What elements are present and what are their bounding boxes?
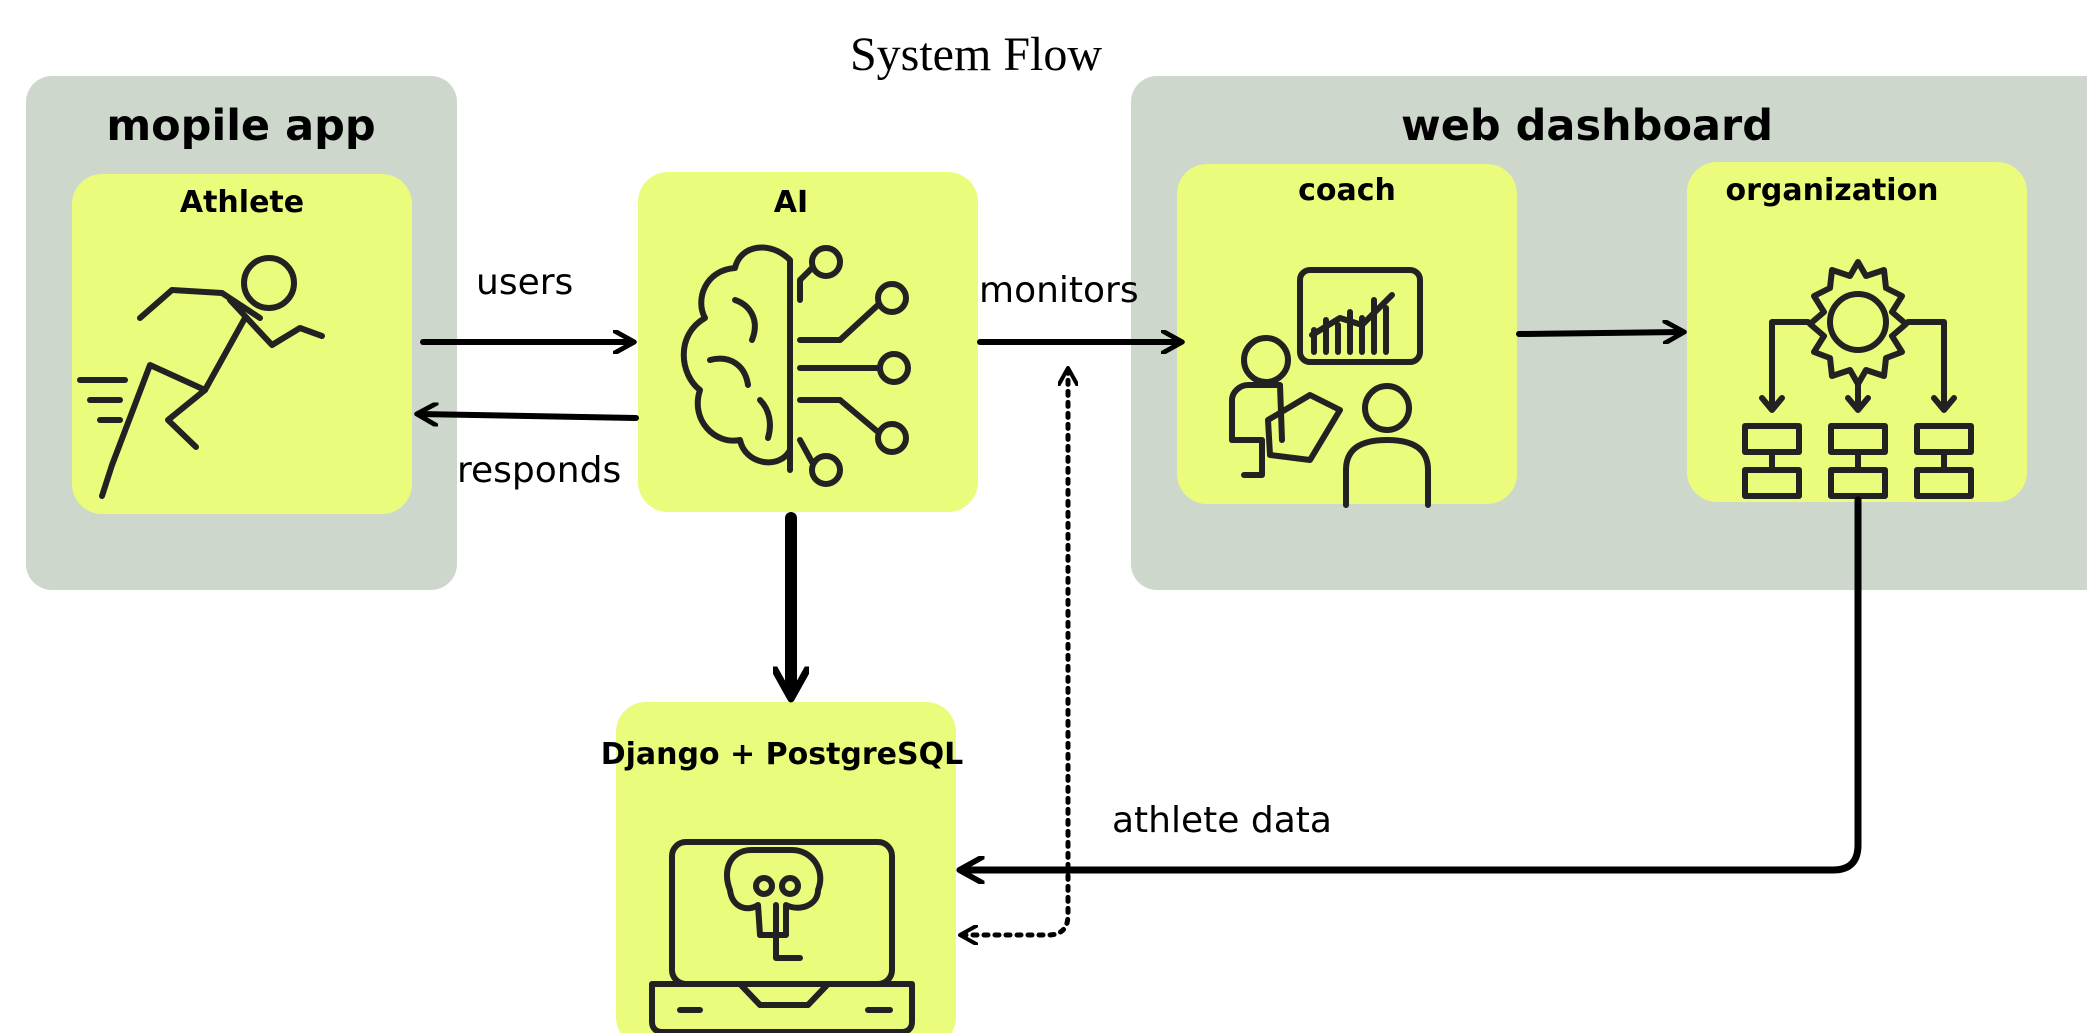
athlete-node-title: Athlete xyxy=(180,185,304,220)
athlete-node-bg xyxy=(72,174,412,514)
athlete-node: Athlete xyxy=(72,174,412,514)
presentation-chart-icon xyxy=(1229,267,1431,508)
gear-hierarchy-icon xyxy=(1742,259,1974,499)
running-person-icon xyxy=(77,255,325,499)
edge-dotted-database-link-arrow xyxy=(962,370,1068,935)
coach-node-title: coach xyxy=(1298,173,1396,208)
edge-users-label: users xyxy=(476,262,573,303)
edge-responds-label: responds xyxy=(457,450,621,491)
edge-monitors-label: monitors xyxy=(979,270,1139,311)
edge-responds: responds xyxy=(419,414,639,491)
organization-node: organization xyxy=(1687,162,2027,502)
database-node: Django + PostgreSQL xyxy=(601,702,964,1033)
edge-athlete-data-label: athlete data xyxy=(1112,800,1332,841)
mobile-app-group-title: mopile app xyxy=(106,101,375,151)
edge-monitors: monitors xyxy=(977,270,1180,342)
coach-node: coach xyxy=(1177,164,1517,508)
ai-node: AI xyxy=(638,172,978,512)
edge-athlete-data: athlete data xyxy=(962,496,1862,870)
edge-responds-arrow xyxy=(419,414,639,418)
web-dashboard-group-title: web dashboard xyxy=(1401,101,1773,151)
brain-circuit-icon xyxy=(680,244,911,487)
organization-node-title: organization xyxy=(1725,173,1938,208)
ai-node-title: AI xyxy=(774,185,808,220)
edge-dotted-database-link xyxy=(962,370,1068,935)
edge-coach-to-organization xyxy=(1516,332,1682,334)
edge-users: users xyxy=(420,262,632,342)
edge-coach-to-organization-arrow xyxy=(1516,332,1682,334)
database-node-bg xyxy=(616,702,956,1033)
diagram-title: System Flow xyxy=(850,28,1102,81)
postgresql-elephant-laptop-icon xyxy=(649,839,915,1033)
database-node-title: Django + PostgreSQL xyxy=(601,737,964,772)
edge-athlete-data-arrow xyxy=(962,496,1862,870)
organization-node-bg xyxy=(1687,162,2027,502)
